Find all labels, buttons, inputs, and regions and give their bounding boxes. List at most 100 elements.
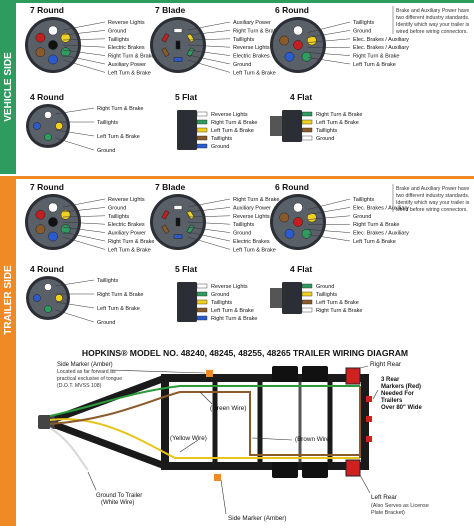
side-marker-bottom-light	[214, 474, 221, 481]
pin-label: Ground	[353, 28, 371, 34]
pin-label: Auxiliary Power	[233, 20, 271, 26]
flat-wire	[197, 136, 207, 140]
pin-label: Right Turn & Brake	[353, 222, 399, 228]
flat-wire	[302, 284, 312, 288]
pin-label: Elec. Brakes / Auxiliary	[353, 231, 409, 237]
connector-pin	[293, 26, 302, 35]
connector-title: 7 Blade	[155, 182, 186, 192]
pin-label: Ground	[353, 214, 371, 220]
rear-marker-light	[366, 396, 372, 402]
note-line: wired before wiring connectors.	[396, 29, 468, 35]
wheel-top	[302, 366, 328, 382]
vehicle-side-label: VEHICLE SIDE	[3, 52, 14, 122]
connector-pin	[293, 203, 302, 212]
pin-label: Taillights	[97, 278, 118, 284]
pin-label: Ground	[233, 62, 251, 68]
pin-label: Right Turn & Brake	[211, 316, 257, 322]
pin-label: Left Turn & Brake	[108, 70, 151, 76]
connector-pin	[44, 111, 51, 118]
side-marker-top-note: (D.O.T. MVSS 108)	[57, 383, 102, 389]
rear-markers-label: 3 Rear	[381, 377, 400, 383]
connector-pin	[48, 26, 57, 35]
pin-label: Elec. Brakes / Auxiliary	[353, 45, 409, 51]
rear-markers-label: Trailers	[381, 398, 403, 404]
flat-wire	[197, 316, 207, 320]
pin-label: Taillights	[211, 300, 232, 306]
connector-title: 6 Round	[275, 182, 309, 192]
connector-pin	[33, 294, 40, 301]
flat-connector-body	[282, 282, 302, 314]
pin-label: Right Turn & Brake	[211, 120, 257, 126]
left-rear-note: Plate Bracket)	[371, 510, 405, 516]
pin-label: Right Turn & Brake	[316, 112, 362, 118]
rear-marker-light	[366, 436, 372, 442]
connector-blade	[174, 206, 182, 210]
pin-label: Ground	[233, 231, 251, 237]
connector-blade	[174, 235, 182, 239]
pin-label: Reverse Lights	[233, 214, 270, 220]
pin-label: Left Turn & Brake	[353, 62, 396, 68]
note-line: two different industry standards.	[396, 15, 469, 21]
side-marker-bottom-label: Side Marker (Amber)	[228, 515, 286, 522]
pin-label: Right Turn & Brake	[353, 54, 399, 60]
pin-label: Ground	[316, 136, 334, 142]
pin-label: Taillights	[353, 197, 374, 203]
pin-label: Reverse Lights	[108, 20, 145, 26]
connector-title: 6 Round	[275, 5, 309, 15]
flat-wire	[302, 128, 312, 132]
pin-label: Left Turn & Brake	[353, 239, 396, 245]
left-rear-light	[346, 460, 360, 476]
pin-label: Elec. Brakes / Auxiliary	[353, 205, 409, 211]
flat-wire	[302, 292, 312, 296]
connector-pin	[36, 225, 45, 234]
pin-label: Ground	[97, 148, 115, 154]
pin-label: Left Turn & Brake	[97, 134, 140, 140]
flat-wire	[302, 308, 312, 312]
rear-markers-label: Needed For	[381, 391, 415, 397]
pin-label: Left Turn & Brake	[211, 308, 254, 314]
connector-pin	[36, 210, 45, 219]
connector-title: 4 Flat	[290, 92, 312, 102]
flat-connector-plug	[270, 116, 282, 136]
connector-title: 5 Flat	[175, 92, 197, 102]
trailer-side-band	[0, 176, 16, 526]
pin-label: Taillights	[316, 128, 337, 134]
pin-label: Ground	[108, 205, 126, 211]
trailer-side-label: TRAILER SIDE	[3, 265, 14, 335]
pin-label: Reverse Lights	[108, 197, 145, 203]
vehicle-top-rule	[0, 0, 474, 3]
note-line: Identify which way your trailer is	[396, 22, 470, 28]
pin-label: Left Turn & Brake	[97, 306, 140, 312]
ground-label: (White Wire)	[101, 500, 134, 506]
flat-wire	[302, 120, 312, 124]
rear-marker-light	[366, 416, 372, 422]
connector-pin	[48, 232, 57, 241]
pin-label: Reverse Lights	[211, 284, 248, 290]
pin-label: Taillights	[316, 292, 337, 298]
connector-pin	[280, 36, 289, 45]
connector-pin	[55, 294, 62, 301]
connector-pin	[44, 283, 51, 290]
connector-pin	[36, 48, 45, 57]
flat-wire	[302, 300, 312, 304]
side-marker-top-label: Side Marker (Amber)	[57, 362, 113, 368]
connector-title: 7 Round	[30, 5, 64, 15]
pin-label: Ground	[97, 320, 115, 326]
trailer-top-rule	[0, 176, 474, 179]
connector-pin	[280, 213, 289, 222]
connector-blade	[176, 41, 180, 49]
pin-label: Taillights	[108, 214, 129, 220]
pin-label: Right Turn & Brake	[97, 106, 143, 112]
flat-connector-body	[177, 110, 197, 150]
flat-connector-body	[282, 110, 302, 142]
ground-label: Ground To Trailer	[96, 493, 142, 499]
rear-markers-label: Markers (Red)	[381, 384, 421, 390]
connector-blade	[174, 58, 182, 62]
pin-label: Ground	[211, 292, 229, 298]
pin-label: Right Turn & Brake	[108, 239, 154, 245]
pin-label: Elec. Brakes / Auxiliary	[353, 37, 409, 43]
note-line: Brake and Auxiliary Power have	[396, 8, 469, 14]
connector-pin	[293, 217, 302, 226]
pin-label: Left Turn & Brake	[108, 247, 151, 253]
